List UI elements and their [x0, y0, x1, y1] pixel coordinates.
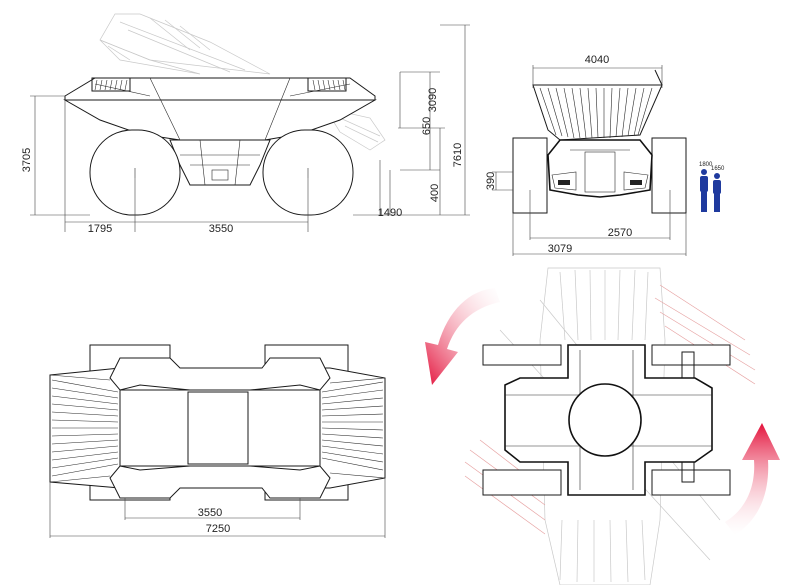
- top-view: 3550 7250: [49, 344, 386, 538]
- front-bucket: [532, 69, 663, 141]
- top-body: [49, 357, 386, 499]
- top-ribs-left: [51, 379, 119, 477]
- dim-3079: 3079: [548, 243, 572, 255]
- dim-390: 390: [485, 172, 497, 190]
- side-view: 3705 1795 3550 1490 400 650 3090 7610: [21, 13, 470, 235]
- dim-3550-top: 3550: [198, 507, 222, 519]
- person-icon: [713, 173, 721, 212]
- dim-650: 650: [421, 117, 433, 135]
- dim-1490: 1490: [378, 207, 402, 219]
- rotation-arrow-left: [425, 288, 500, 385]
- raised-bucket-ghost: [99, 13, 386, 151]
- dim-3090: 3090: [427, 88, 439, 112]
- dim-2570: 2570: [608, 227, 632, 239]
- front-dimensions: [492, 65, 687, 256]
- rot-center-circle: [568, 383, 642, 457]
- person-icon: [700, 169, 708, 212]
- rot-wheel: [651, 344, 731, 366]
- human-scale-figures: 1800 1650: [699, 162, 725, 212]
- dim-3705: 3705: [21, 148, 33, 172]
- dim-3550-side: 3550: [209, 223, 233, 235]
- top-dimensions: [49, 478, 386, 538]
- dim-7250: 7250: [206, 523, 230, 535]
- rot-body: [504, 344, 713, 496]
- dim-4040: 4040: [585, 54, 609, 66]
- front-view: 4040 390 2570 3079 1800 1650: [485, 54, 725, 256]
- front-body: [547, 139, 653, 198]
- side-vent-right: [307, 77, 347, 92]
- human-height-1800: 1800: [699, 162, 713, 168]
- rotation-arrow-right: [725, 423, 780, 535]
- dim-1795: 1795: [88, 223, 112, 235]
- dim-400: 400: [429, 184, 441, 202]
- human-height-1650: 1650: [711, 166, 725, 172]
- rot-wheel: [482, 344, 562, 366]
- top-ribs-right: [321, 381, 384, 471]
- side-vent-left: [91, 77, 131, 92]
- rotation-view: [425, 267, 780, 585]
- dim-7610: 7610: [452, 143, 464, 167]
- front-wheel-right: [651, 137, 687, 214]
- rot-wheel: [482, 469, 562, 496]
- side-dimensions: [30, 24, 470, 232]
